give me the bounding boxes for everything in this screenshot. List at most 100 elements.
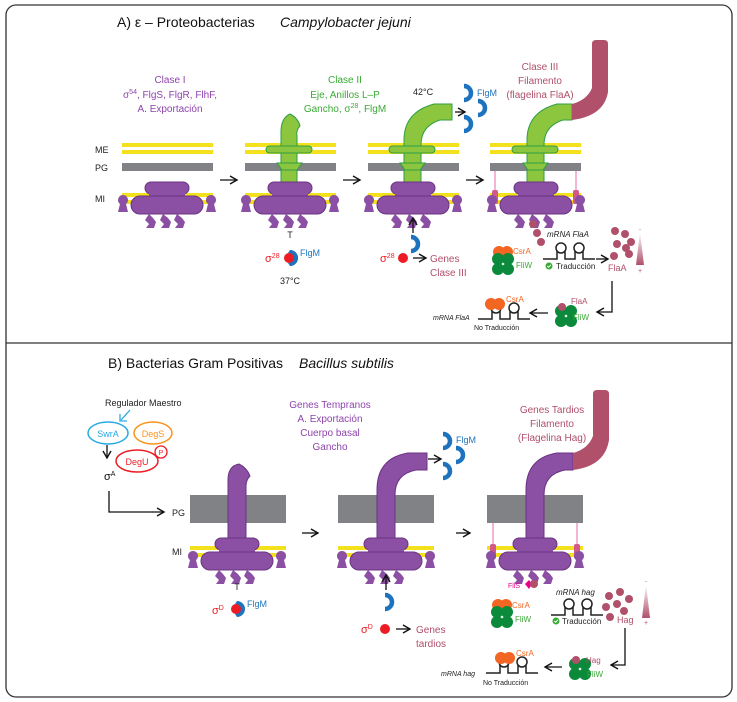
late-genes-line1: Genes xyxy=(416,625,445,636)
csra-bound-icon-b xyxy=(495,652,515,664)
fliw-label-a: FliW xyxy=(516,261,532,270)
flgm-secreted-1-icon xyxy=(464,86,471,100)
fliw-label-b: FliW xyxy=(515,615,531,624)
panel-a-title: A) ε – Proteobacterias xyxy=(117,14,255,30)
gradient-triangle-a xyxy=(636,232,644,265)
flgm-secreted-label-b: FlgM xyxy=(456,435,476,445)
mrna-label-a: mRNA FlaA xyxy=(547,230,589,239)
sigma28-flgm-complex-a: σ28 FlgM xyxy=(265,248,320,266)
complex-flaa-label: FlaA xyxy=(571,297,588,306)
flgm-secreted-label-a: FlgM xyxy=(477,88,497,98)
label-pg: PG xyxy=(95,163,108,173)
early-line2: A. Exportación xyxy=(297,414,362,425)
stageb1-hook xyxy=(227,463,251,539)
early-line3: Cuerpo basal xyxy=(300,428,359,439)
flaa-cluster xyxy=(610,227,635,260)
complex-fliw-label-b: FliW xyxy=(587,670,603,679)
class2-line1: Eje, Anillos L–P xyxy=(310,90,380,101)
sigma28-dot-a xyxy=(398,253,408,263)
flgm-secreted-b3-icon xyxy=(443,464,450,478)
label-mi: MI xyxy=(95,194,105,204)
early-line1: Genes Tempranos xyxy=(289,400,371,411)
hag-label: Hag xyxy=(617,615,634,625)
mrna-label-b: mRNA hag xyxy=(556,588,595,597)
panel-a: A) ε – Proteobacterias Campylobacter jej… xyxy=(95,14,644,332)
flis-icon xyxy=(525,580,532,589)
svg-text:+: + xyxy=(644,620,648,627)
stageb1-flgm-label: FlgM xyxy=(247,599,267,609)
no-translation-mrna-b: mRNA hag xyxy=(441,671,475,678)
class3-title: Clase III xyxy=(522,62,559,73)
stage4-hook-filament xyxy=(511,40,608,191)
flis-label: FliS xyxy=(508,583,520,590)
stage1-basal-body xyxy=(117,181,217,229)
temp-42: 42°C xyxy=(413,87,434,97)
sigma28-free-a: σ28 xyxy=(380,253,395,265)
sigmad-dot xyxy=(380,624,390,634)
hag-cluster xyxy=(602,588,633,621)
flgm-free-icon-a xyxy=(411,237,418,251)
label-pg-b: PG xyxy=(172,508,185,518)
late-line2: Filamento xyxy=(530,419,574,430)
late-line3: (Flagelina Hag) xyxy=(518,433,586,444)
svg-text:DegU: DegU xyxy=(125,457,148,467)
svg-text:P: P xyxy=(159,450,164,457)
class3-line1: Filamento xyxy=(518,76,562,87)
stage2-flgm-label: FlgM xyxy=(300,248,320,258)
sigmad-flgm-complex: σD FlgM xyxy=(212,599,267,617)
stageb2-hook xyxy=(376,452,428,539)
late-line1: Genes Tardios xyxy=(520,405,584,416)
svg-text:DegS: DegS xyxy=(142,429,165,439)
genes-class3-line1: Genes xyxy=(430,254,459,265)
stage2-t-label: T xyxy=(287,230,293,240)
flgm-secreted-b1-icon xyxy=(443,434,450,448)
sigmad-free: σD xyxy=(361,624,373,636)
temp-37: 37°C xyxy=(280,276,301,286)
no-translation-csra-b: CsrA xyxy=(516,649,534,658)
flgm-secreted-b2-icon xyxy=(456,448,463,462)
svg-text:-: - xyxy=(639,227,641,233)
svg-text:-: - xyxy=(645,579,647,585)
stage2-hook xyxy=(265,113,313,191)
sigma-a-label: σA xyxy=(104,471,116,483)
csra-label-b: CsrA xyxy=(512,601,530,610)
degu-node xyxy=(115,449,159,473)
flgm-secreted-2-icon xyxy=(478,101,485,115)
panel-b: B) Bacterias Gram Positivas Bacillus sub… xyxy=(87,355,650,687)
genes-class3-line2: Clase III xyxy=(430,268,467,279)
swra-node xyxy=(87,421,129,445)
no-translation-label-b: No Traducción xyxy=(483,680,528,687)
class1-title: Clase I xyxy=(154,75,185,86)
fliw-icon-b xyxy=(491,606,513,628)
complex-fliw-label-a: FliW xyxy=(573,313,589,322)
no-translation-csra-a: CsrA xyxy=(506,295,524,304)
stage3-hook xyxy=(388,103,453,191)
flgm-free-icon-b xyxy=(385,595,392,609)
label-me: ME xyxy=(95,145,109,155)
class2-title: Clase II xyxy=(328,75,362,86)
svg-text:+: + xyxy=(638,268,642,275)
early-line4: Gancho xyxy=(312,442,347,453)
fliw-icon-a xyxy=(492,253,514,275)
panel-b-title: B) Bacterias Gram Positivas xyxy=(108,355,283,371)
diagram-frame xyxy=(5,4,733,698)
stageb3-filament xyxy=(573,390,609,470)
panel-b-organism: Bacillus subtilis xyxy=(299,355,394,371)
gradient-triangle-b xyxy=(642,584,650,618)
no-translation-label-a: No Traducción xyxy=(474,325,519,332)
class1-line2: A. Exportación xyxy=(137,104,202,115)
no-translation-mrna-a: mRNA FlaA xyxy=(433,315,470,322)
svg-text:SwrA: SwrA xyxy=(97,429,119,439)
arrow-feedback-a xyxy=(595,281,613,317)
svg-text:σD: σD xyxy=(212,605,224,617)
flaa-label: FlaA xyxy=(608,263,627,273)
class1-line1: σ54, FlgS, FlgR, FlhF, xyxy=(123,89,217,101)
arrow-master-regulator xyxy=(120,409,131,421)
late-genes-line2: tardios xyxy=(416,639,446,650)
stageb3-basal-body xyxy=(485,537,585,585)
csra-label-a: CsrA xyxy=(513,247,531,256)
phospho-node xyxy=(154,445,168,459)
check-icon-a xyxy=(545,262,553,270)
panel-a-organism: Campylobacter jejuni xyxy=(280,14,412,30)
